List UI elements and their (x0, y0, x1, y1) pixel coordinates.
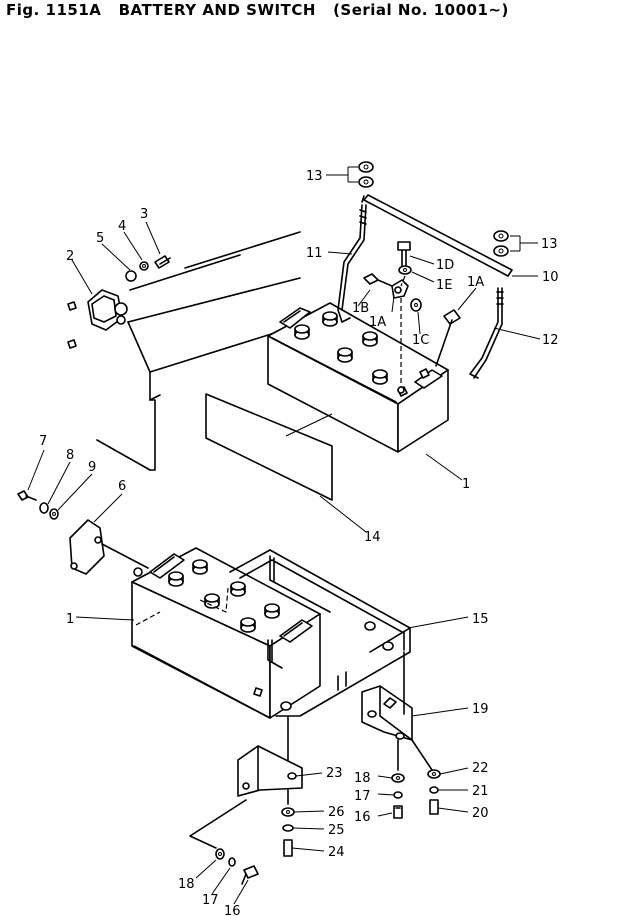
label-1B: 1B (352, 301, 369, 316)
insulator-sheet (205, 393, 333, 501)
label-18-left: 18 (178, 877, 195, 892)
label-17-right: 17 (354, 789, 371, 804)
upper-battery (267, 302, 449, 453)
label-24: 24 (328, 845, 345, 860)
label-12: 12 (542, 333, 559, 348)
label-5: 5 (96, 231, 104, 246)
bracket-hardware (17, 490, 59, 520)
switch-hardware (125, 255, 171, 282)
mounting-bracket-left (189, 715, 303, 849)
label-11: 11 (306, 246, 323, 261)
label-1A-right: 1A (467, 275, 484, 290)
label-17-left: 17 (202, 893, 219, 908)
label-13-upper: 13 (306, 169, 323, 184)
label-22: 22 (472, 761, 489, 776)
figure-title: Fig. 1151A BATTERY AND SWITCH (Serial No… (6, 1, 509, 19)
callout-labels: 13 13 11 10 12 1D 1E 1A 1B 1A 1C 1 14 2 … (39, 169, 559, 916)
terminal-hardware (363, 241, 461, 394)
label-2: 2 (66, 249, 74, 264)
label-19: 19 (472, 702, 489, 717)
battery-bracket (69, 519, 149, 577)
hardware-24-26 (281, 789, 295, 857)
serial-range: (Serial No. 10001~) (333, 1, 509, 19)
label-18-right: 18 (354, 771, 371, 786)
label-1E: 1E (436, 278, 453, 293)
figure-name: BATTERY AND SWITCH (118, 1, 316, 19)
label-13-right: 13 (541, 237, 558, 252)
figure-number: Fig. 1151A (6, 1, 102, 19)
hardware-20-22 (427, 769, 441, 815)
label-1-upper: 1 (462, 477, 470, 492)
hardware-16-18-left (215, 848, 259, 885)
hold-down-rod-left (337, 204, 367, 323)
label-16-right: 16 (354, 810, 371, 825)
hardware-16-18-right (391, 739, 405, 819)
label-20: 20 (472, 806, 489, 821)
label-7: 7 (39, 434, 47, 449)
label-10: 10 (542, 270, 559, 285)
hold-down-rod-right (469, 287, 504, 379)
label-8: 8 (66, 448, 74, 463)
label-21: 21 (472, 784, 489, 799)
label-1C: 1C (412, 333, 429, 348)
mounting-bracket-right (361, 651, 433, 771)
label-6: 6 (118, 479, 126, 494)
nuts-13-right (493, 230, 509, 257)
hold-down-bar (361, 194, 513, 277)
machine-frame (96, 231, 301, 471)
battery-switch (67, 289, 128, 349)
label-9: 9 (88, 460, 96, 475)
label-15: 15 (472, 612, 489, 627)
label-14: 14 (364, 530, 381, 545)
label-3: 3 (140, 207, 148, 222)
label-23: 23 (326, 766, 343, 781)
label-4: 4 (118, 219, 126, 234)
label-1A-left: 1A (369, 315, 386, 330)
leader-lines (27, 166, 541, 905)
label-25: 25 (328, 823, 345, 838)
nuts-13-upper (358, 161, 374, 188)
label-1-lower: 1 (66, 612, 74, 627)
label-26: 26 (328, 805, 345, 820)
label-16-left: 16 (224, 904, 241, 916)
label-1D: 1D (436, 258, 454, 273)
lower-battery (131, 547, 321, 719)
